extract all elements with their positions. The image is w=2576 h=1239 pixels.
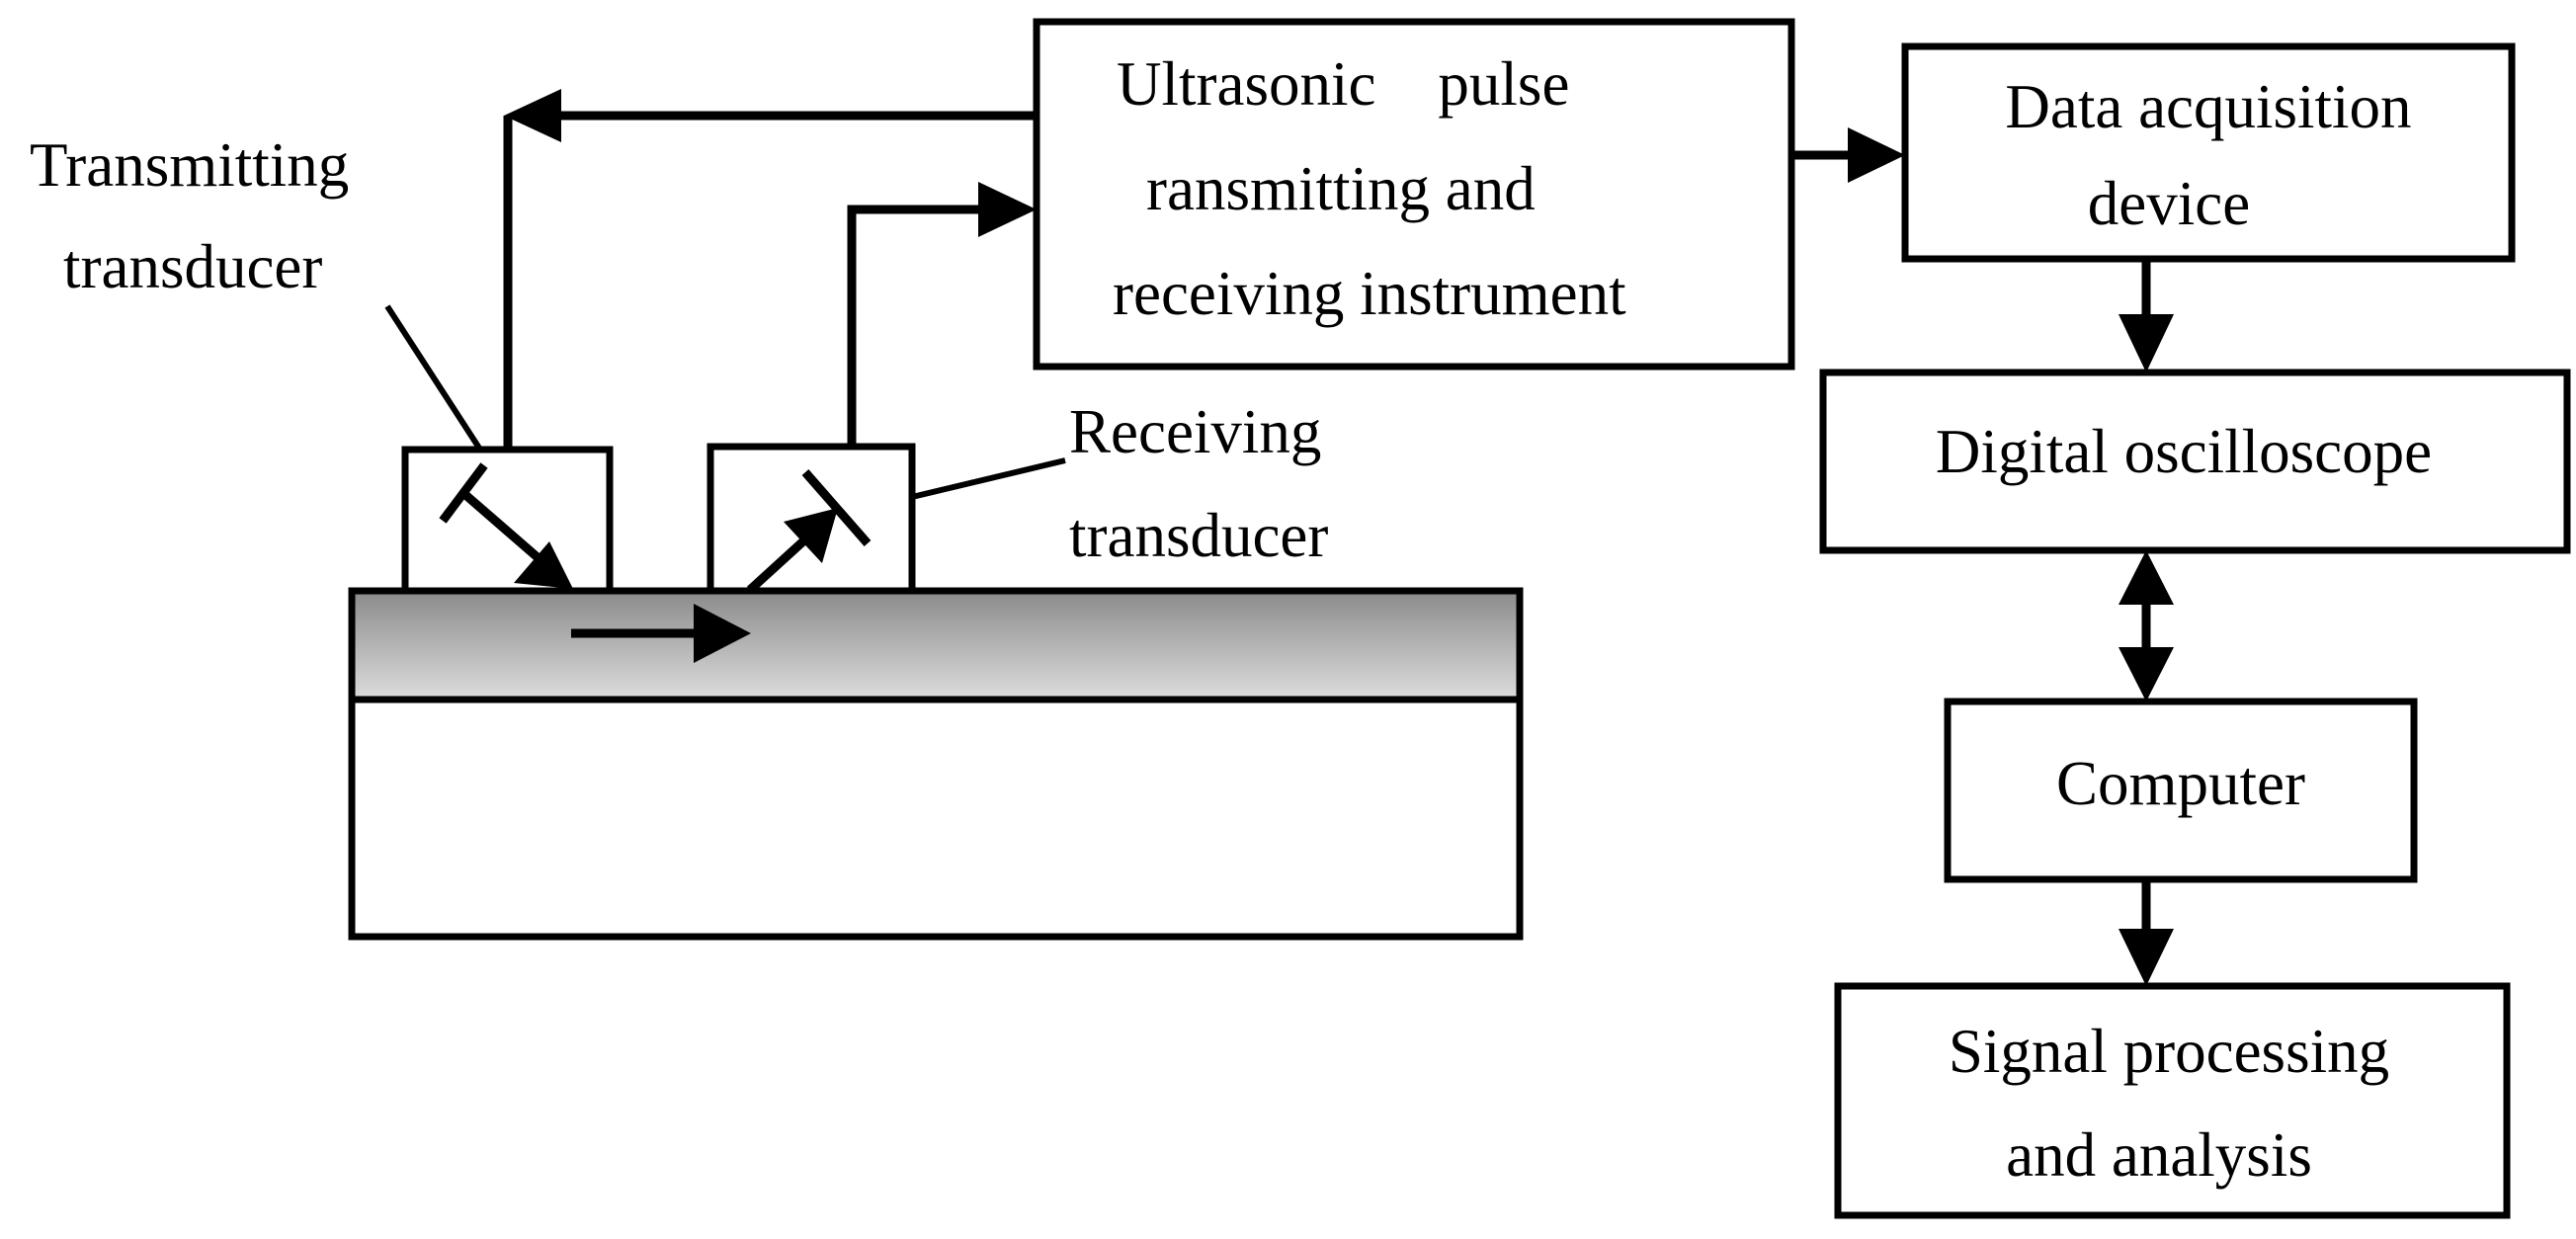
ultrasonic-instrument-box: Ultrasonic pulse ransmitting and receivi…: [1033, 18, 1795, 371]
oscilloscope-computer-bidirectional-arrow: [2119, 550, 2174, 702]
receiving-label-pointer: [911, 457, 1066, 500]
transmitting-transducer: [401, 446, 614, 595]
computer-to-signal-processing-arrow: [2119, 879, 2174, 986]
instrument-to-daq-arrow: [1791, 127, 1905, 183]
daq-label-line-2: device: [2088, 169, 2250, 238]
receiving-transducer: [706, 443, 916, 595]
transmit-signal-line: [503, 89, 1037, 450]
surface-wave-arrow: [571, 604, 751, 663]
transmitting-label-line-1: Transmitting: [30, 130, 349, 200]
signal-processing-box: Signal processing and analysis: [1834, 982, 2511, 1219]
oscilloscope-label: Digital oscilloscope: [1936, 417, 2432, 486]
daq-to-oscilloscope-arrow: [2119, 259, 2174, 372]
computer-label: Computer: [2056, 749, 2305, 818]
instrument-label-line-2: ransmitting and: [1146, 154, 1536, 223]
instrument-label-line-3: receiving instrument: [1113, 259, 1626, 328]
receive-signal-line: [847, 182, 1037, 447]
transmitting-label-pointer: [384, 304, 483, 452]
digital-oscilloscope-box: Digital oscilloscope: [1819, 369, 2571, 554]
receiving-label-line-1: Receiving: [1069, 397, 1321, 466]
signal-processing-label-line-1: Signal processing: [1949, 1017, 2389, 1086]
computer-box: Computer: [1944, 698, 2418, 883]
receiving-label-line-2: transducer: [1069, 501, 1328, 570]
signal-processing-label-line-2: and analysis: [2006, 1120, 2312, 1190]
transmitting-label-line-2: transducer: [63, 232, 322, 301]
specimen-base: [348, 696, 1524, 941]
specimen-surface-layer: [348, 587, 1524, 703]
daq-label-line-1: Data acquisition: [2005, 72, 2411, 141]
instrument-label-line-1: Ultrasonic pulse: [1117, 49, 1569, 119]
data-acquisition-box: Data acquisition device: [1901, 42, 2516, 263]
